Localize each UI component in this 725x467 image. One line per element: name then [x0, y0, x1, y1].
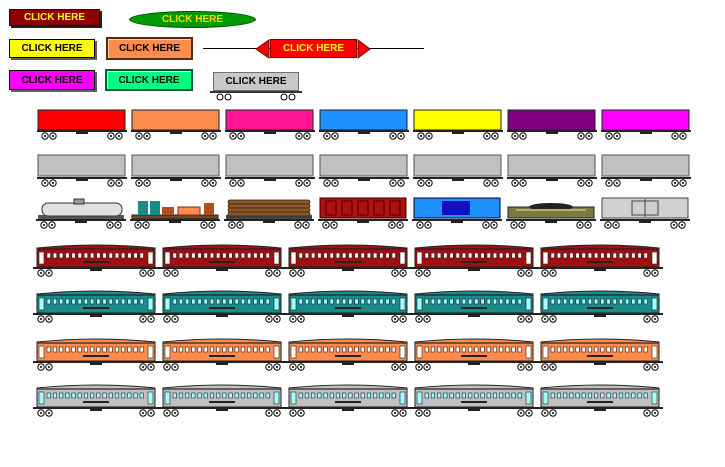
- passenger-car-r4-2: [159, 384, 285, 417]
- box-car-4: [319, 109, 409, 140]
- click-here-button-magenta[interactable]: CLICK HERE: [9, 70, 95, 90]
- passenger-car-r2-4: [411, 290, 537, 323]
- passenger-car-r2-5: [537, 290, 663, 323]
- left-arrow-icon: [255, 39, 270, 59]
- click-here-button-mint[interactable]: CLICK HERE: [105, 69, 193, 91]
- gray-box-car-4: [319, 154, 409, 187]
- box-car-2: [131, 109, 221, 140]
- passenger-car-r1-3: [285, 244, 411, 277]
- box-car-6: [507, 109, 597, 140]
- passenger-car-r1-5: [537, 244, 663, 277]
- box-car-3: [225, 109, 315, 140]
- passenger-car-r3-3: [285, 338, 411, 371]
- click-here-button-orange[interactable]: CLICK HERE: [106, 37, 193, 60]
- crate-flatcar: [130, 201, 220, 229]
- tank-car: [36, 198, 126, 229]
- passenger-car-r4-5: [537, 384, 663, 417]
- passenger-car-r4-1: [33, 384, 159, 417]
- passenger-car-r3-2: [159, 338, 285, 371]
- passenger-car-r3-5: [537, 338, 663, 371]
- passenger-car-r1-1: [33, 244, 159, 277]
- gray-box-car-5: [413, 154, 503, 187]
- right-arrow-icon: [357, 39, 371, 59]
- coal-gondola: [506, 203, 596, 229]
- gray-box-car-1: [37, 154, 127, 187]
- passenger-car-r4-4: [411, 384, 537, 417]
- click-here-button-red-arrow[interactable]: CLICK HERE: [270, 39, 357, 58]
- click-here-button-flatcar[interactable]: CLICK HERE: [213, 72, 299, 91]
- passenger-car-r2-3: [285, 290, 411, 323]
- passenger-car-r2-2: [159, 290, 285, 323]
- gray-box-car-6: [507, 154, 597, 187]
- gray-box-car-2: [131, 154, 221, 187]
- box-car-1: [37, 109, 127, 140]
- box-car-5: [413, 109, 503, 140]
- log-flatcar: [224, 199, 314, 229]
- click-here-button-darkred[interactable]: CLICK HERE: [9, 9, 100, 26]
- click-here-button-green-oval[interactable]: CLICK HERE: [129, 11, 256, 28]
- gray-boxcar: [600, 197, 690, 229]
- blue-boxcar: [412, 197, 502, 229]
- click-here-button-yellow[interactable]: CLICK HERE: [9, 39, 95, 58]
- passenger-car-r1-2: [159, 244, 285, 277]
- box-car-7: [601, 109, 691, 140]
- passenger-car-r2-1: [33, 290, 159, 323]
- gray-box-car-3: [225, 154, 315, 187]
- passenger-car-r4-3: [285, 384, 411, 417]
- gray-box-car-7: [601, 154, 691, 187]
- passenger-car-r3-4: [411, 338, 537, 371]
- red-boxcar: [318, 197, 408, 229]
- flatcar-wheels-icon: [210, 91, 302, 101]
- passenger-car-r3-1: [33, 338, 159, 371]
- passenger-car-r1-4: [411, 244, 537, 277]
